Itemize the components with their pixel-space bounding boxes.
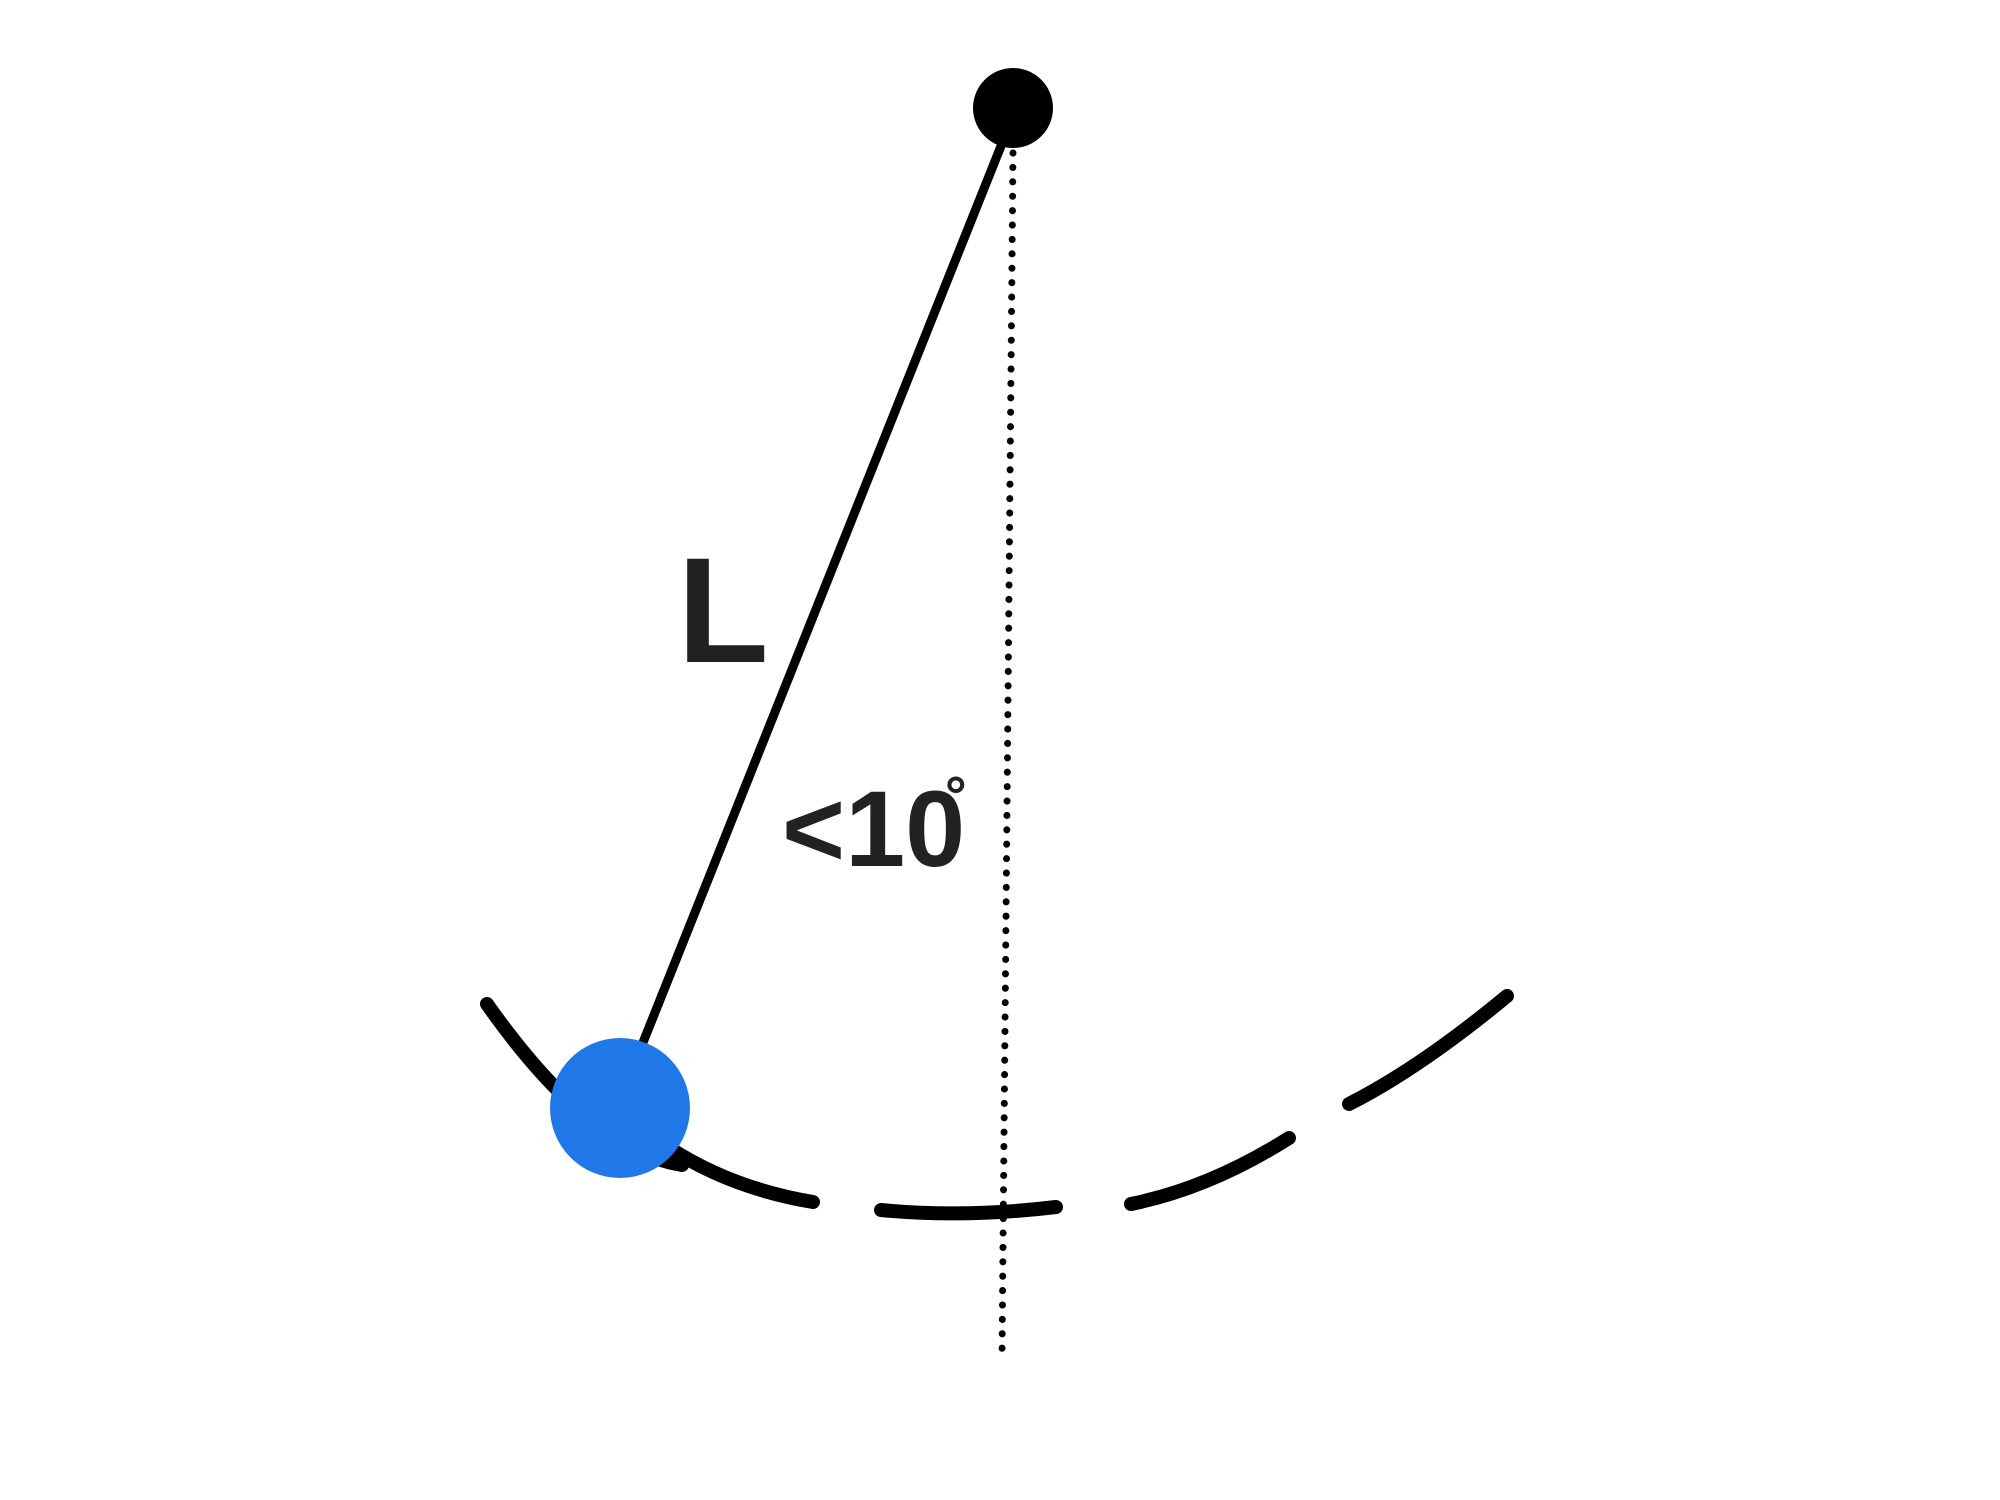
- angle-label: <10: [782, 768, 965, 889]
- swing-arc-segment: [1124, 1131, 1296, 1211]
- swing-arc-segment: [1342, 989, 1514, 1111]
- length-label: L: [677, 526, 769, 694]
- pendulum-bob: [550, 1038, 690, 1178]
- vertical-reference-line: [998, 149, 1017, 1359]
- pendulum-string: [635, 136, 1008, 1055]
- swing-arc-segment: [874, 1200, 1063, 1221]
- swing-arc-segment: [661, 1140, 820, 1209]
- pivot-point: [973, 68, 1053, 148]
- degree-symbol: °: [945, 766, 967, 826]
